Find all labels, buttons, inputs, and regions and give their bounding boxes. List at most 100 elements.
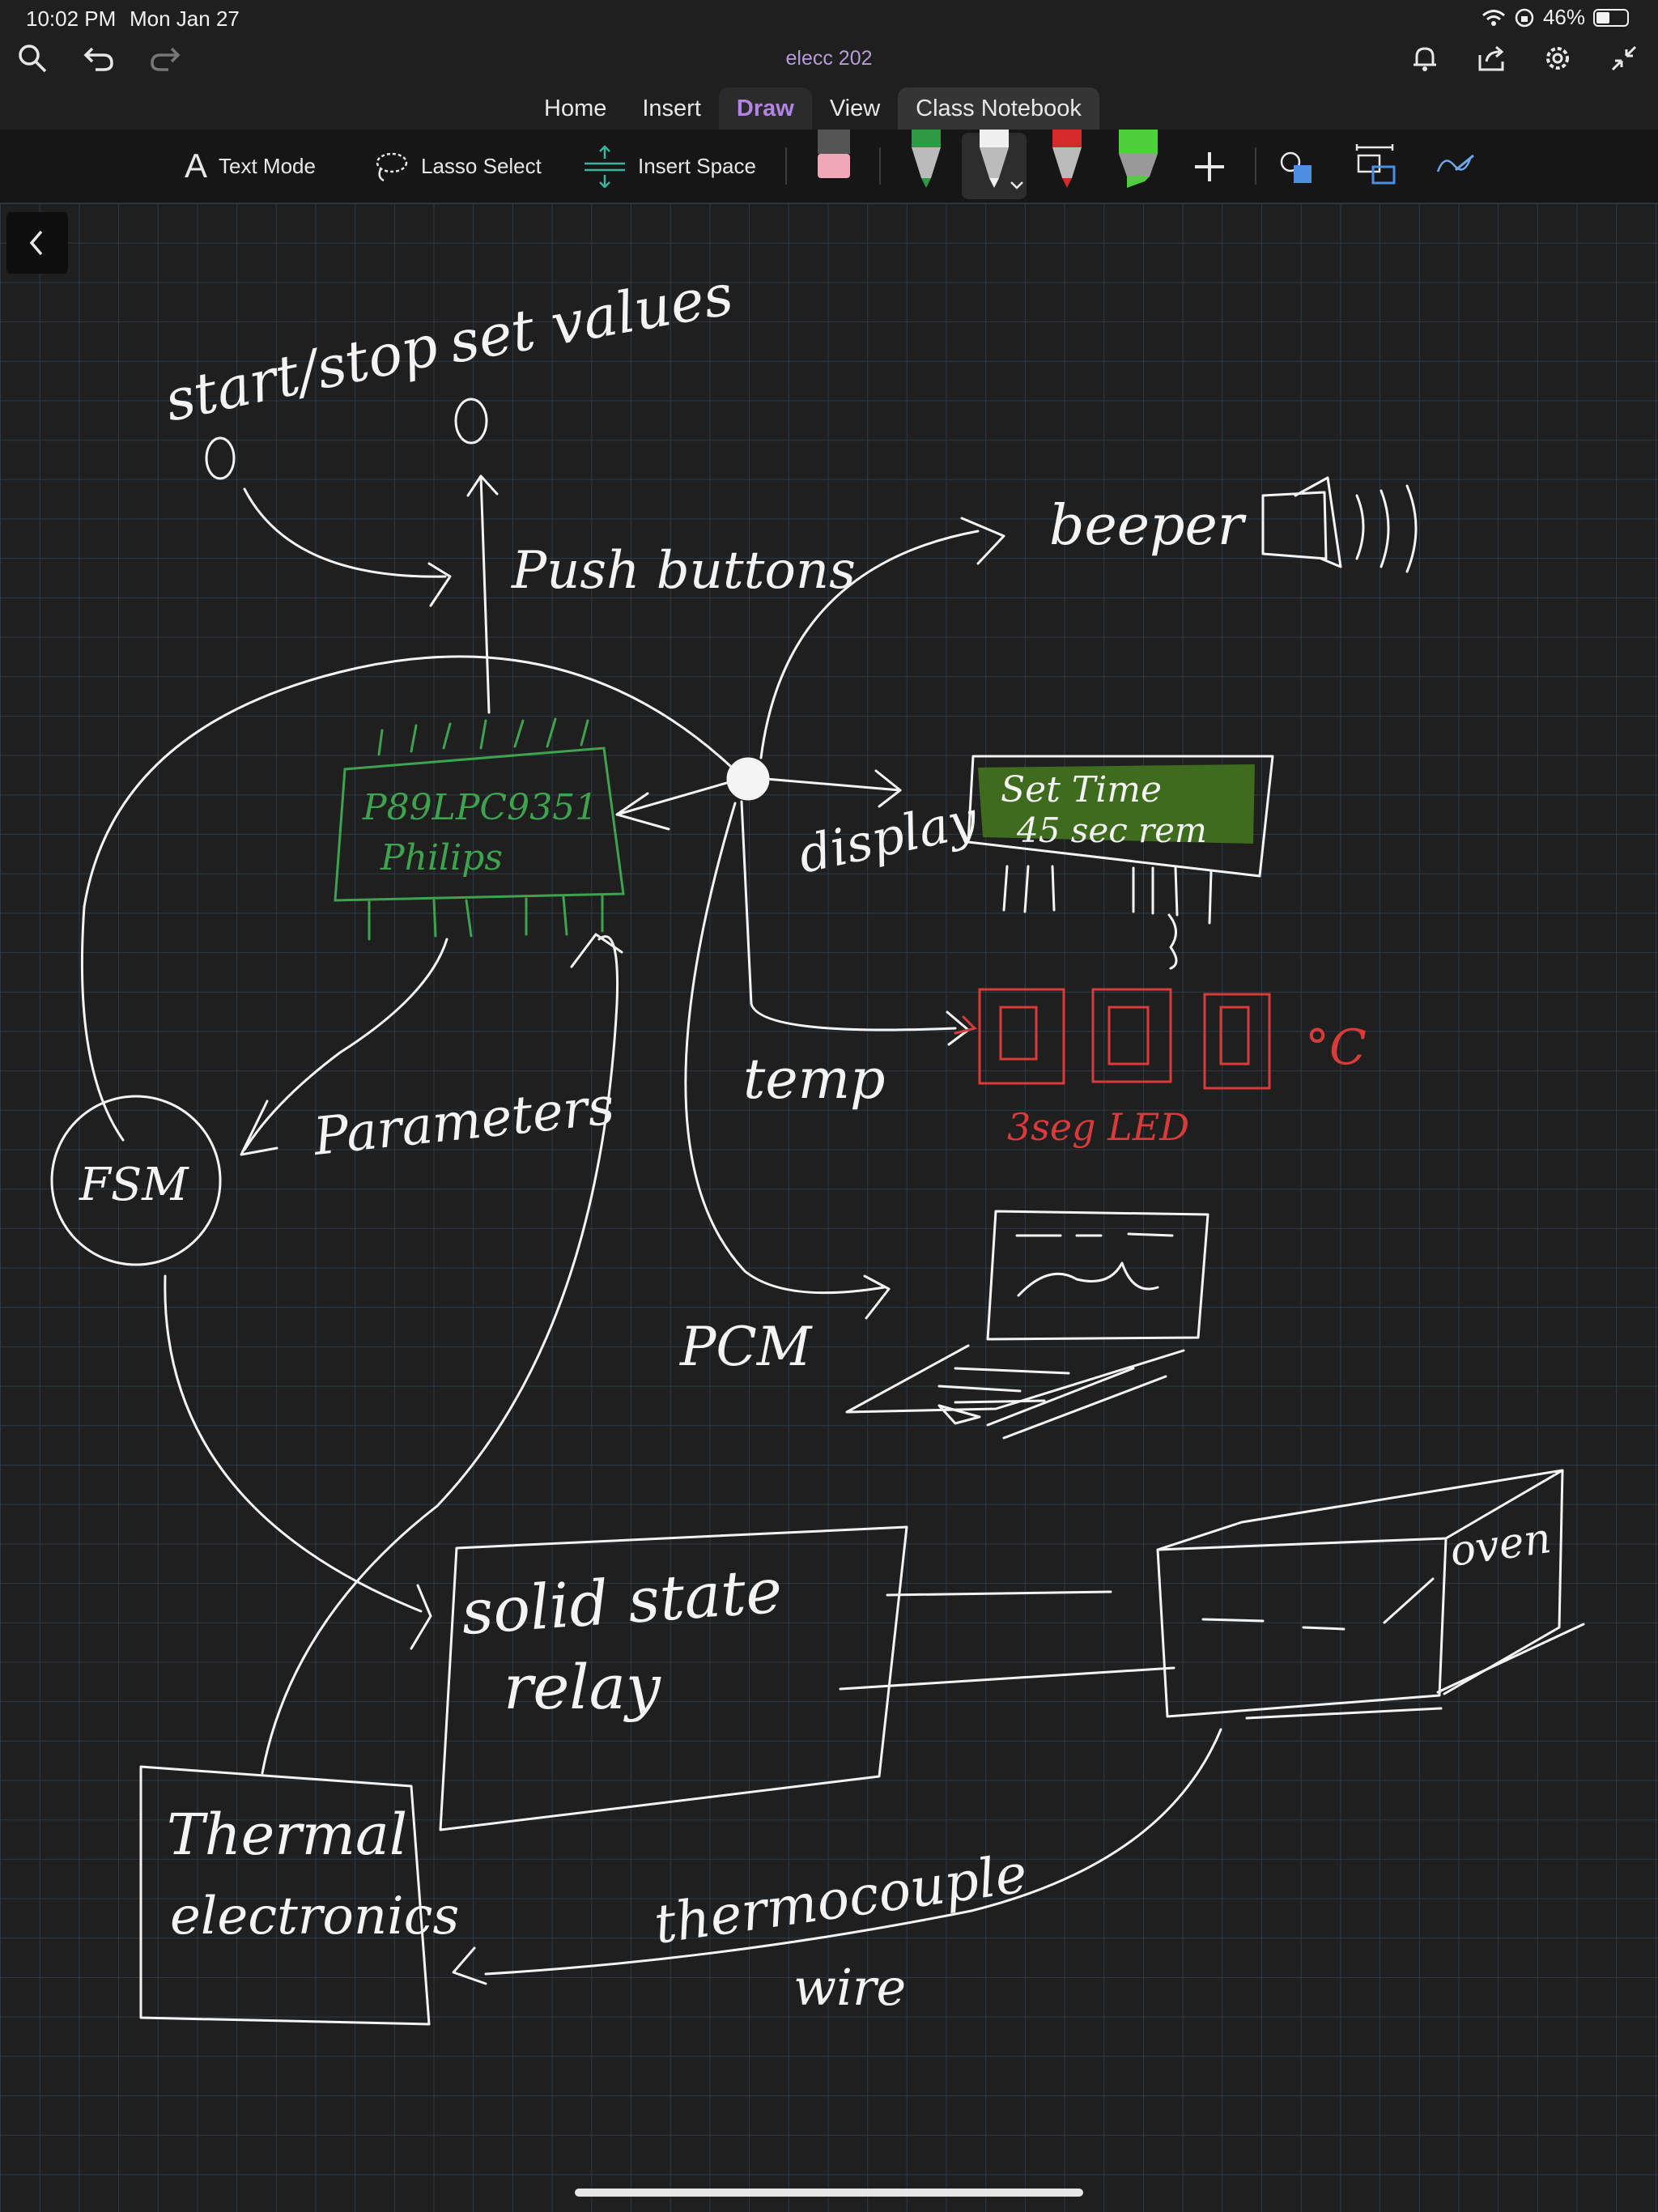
red-pen-tool[interactable] [1041,130,1093,202]
thermocouple-arrow [452,1728,1222,1985]
oven-front [1156,1537,1448,1718]
orientation-lock-icon [1515,8,1534,27]
lasso-select-button[interactable]: Lasso Select [374,130,542,202]
relay-line-2-text: relay [504,1651,661,1723]
undo-icon[interactable] [78,37,120,79]
gear-icon[interactable] [1537,37,1579,79]
add-pen-icon[interactable] [1190,147,1229,186]
notebook-canvas[interactable] [0,203,1658,2212]
ink-to-text-icon[interactable] [1435,147,1478,185]
oven-details [1201,1577,1585,1720]
status-indicators: 46% [1482,5,1629,30]
tab-view[interactable]: View [829,96,881,121]
insert-space-button[interactable]: Insert Space [583,130,756,202]
draw-ribbon: A Text Mode Lasso Select Insert Space [0,130,1658,203]
status-time: 10:02 PM [26,6,117,31]
led-digit-3 [1203,993,1271,1090]
tab-home[interactable]: Home [544,96,607,121]
chevron-down-icon[interactable] [1009,180,1025,191]
chip-to-parameters-arrow [240,938,449,1156]
hub-to-fsm-loop [80,655,732,1142]
start-stop-button-sketch [205,436,236,480]
green-highlighter-tool[interactable] [1112,130,1164,202]
chip-body [334,747,625,902]
lcd-line-1: Set Time [1001,769,1162,810]
laptop-base [845,1344,1185,1414]
tab-class-notebook[interactable]: Class Notebook [898,87,1099,130]
laptop-screen [986,1210,1209,1341]
tab-draw[interactable]: Draw [718,87,812,130]
temp-text: temp [743,1048,886,1112]
laptop-keys [937,1367,1070,1425]
led-digit-2 [1091,988,1172,1083]
set-values-button-sketch [454,398,488,445]
chip-sketch [334,717,625,941]
text-mode-button[interactable]: A Text Mode [185,130,316,202]
fsm-circle [50,1095,222,1266]
text-mode-label: Text Mode [219,153,316,178]
share-icon[interactable] [1470,37,1512,79]
lasso-icon [376,152,408,182]
chip-bottom-pins [368,894,604,941]
redo-icon[interactable] [144,37,186,79]
chevron-left-icon [29,230,43,256]
hub-to-chip-arrow [615,776,748,831]
led-arrow-tip [954,1015,977,1035]
seg-led-text: 3seg LED [1007,1105,1189,1149]
relay-box [439,1525,908,1831]
ribbon-divider [1255,147,1256,185]
home-indicator[interactable] [575,2189,1083,2197]
beeper-text: beeper [1049,494,1247,558]
battery-percent: 46% [1542,5,1585,29]
document-title: elecc 202 [785,47,873,70]
lcd-screen [978,764,1255,844]
chip-maker-text: Philips [380,837,503,878]
degree-c-text: °C [1305,1019,1367,1076]
laptop-front-edge [986,1367,1167,1440]
led-digit-2-segment [1107,1006,1150,1066]
thermocouple-text: thermocouple [651,1842,1031,1956]
thermal-to-chip-arrow [261,933,623,1775]
ribbon-divider [785,147,787,185]
laptop-screen-graph [1017,1261,1159,1297]
bell-icon[interactable] [1404,37,1446,79]
relay-line-1-text: solid state [459,1555,784,1648]
lcd-line-2: 45 sec rem [1016,810,1207,850]
wifi-icon [1482,9,1505,26]
white-pen-tool[interactable] [968,130,1020,202]
status-bar: 10:02 PM Mon Jan 27 46% [0,0,1658,39]
laptop-screen-lines [1015,1232,1174,1237]
hub-to-pcm-arrow [684,802,891,1320]
led-digit-3-segment [1219,1006,1250,1066]
wire-text: wire [793,1958,906,2017]
fsm-to-relay-arrow [164,1274,432,1650]
parameters-text: Parameters [310,1076,617,1168]
hub-node [726,757,770,801]
oven-text: oven [1447,1514,1554,1576]
set-values-text: set values [444,262,738,376]
back-button[interactable] [6,212,68,274]
shapes-icon[interactable] [1278,149,1318,186]
hub-to-display-arrow [764,769,902,808]
insert-space-label: Insert Space [638,153,756,178]
ink-to-shape-icon[interactable] [1354,143,1401,189]
thermal-box [139,1765,431,2026]
search-icon[interactable] [11,37,53,79]
insert-space-icon [585,145,625,188]
chip-model-text: P89LPC9351 [362,787,597,828]
tab-insert[interactable]: Insert [642,96,701,121]
lcd-frame [967,755,1274,878]
green-pen-tool[interactable] [900,130,952,202]
collapse-icon[interactable] [1603,37,1645,79]
seven-seg-sketch [954,988,1271,1090]
eraser-tool[interactable] [808,130,860,202]
sound-waves-sketch [1355,484,1418,573]
hub-to-beeper-arrow [759,517,1005,759]
relay-to-oven-lines [839,1590,1175,1691]
fsm-text: FSM [79,1159,189,1211]
chip-top-pins [377,717,589,756]
lcd-pins [1002,865,1213,970]
ribbon-tabs: Home Insert Draw View Class Notebook [526,87,1099,130]
led-digit-1 [978,988,1065,1085]
